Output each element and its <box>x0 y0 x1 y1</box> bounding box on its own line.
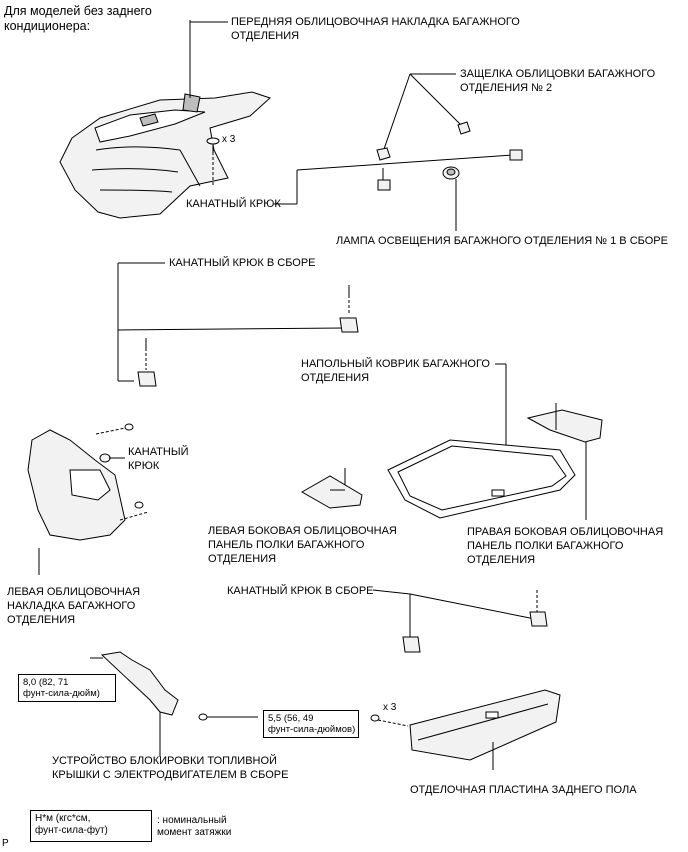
fuel-lock-part <box>90 651 258 757</box>
left-trim-cover-part <box>27 423 149 575</box>
front-trim-cover-part <box>59 20 271 219</box>
torque-1-line2: фунт-сила-дюйм) <box>23 688 100 699</box>
left-shelf-panel-part <box>300 468 363 509</box>
label-qty-bottom: x 3 <box>383 702 397 713</box>
header-note-line2: кондиционера: <box>4 19 91 33</box>
label-left-shelf-1: ЛЕВАЯ БОКОВАЯ ОБЛИЦОВОЧНАЯ <box>208 525 397 537</box>
header-note-line1: Для моделей без заднего <box>4 4 152 18</box>
label-left-trim-3: ОТДЕЛЕНИЯ <box>7 614 76 626</box>
label-qty-top: x 3 <box>222 134 236 145</box>
lamp-part <box>442 166 460 231</box>
label-rope-hook: КАНАТНЫЙ КРЮК <box>186 198 281 210</box>
label-right-shelf-3: ОТДЕЛЕНИЯ <box>467 554 536 566</box>
floor-mat-part <box>387 363 576 519</box>
torque-1-line1: 8,0 (82, 71 <box>23 677 69 688</box>
label-clip-1: ЗАЩЕЛКА ОБЛИЦОВКИ БАГАЖНОГО <box>460 68 656 80</box>
label-clip-2: ОТДЕЛЕНИЯ № 2 <box>460 82 553 94</box>
rope-hook-assy-1 <box>117 262 359 387</box>
label-front-trim-1: ПЕРЕДНЯЯ ОБЛИЦОВОЧНАЯ НАКЛАДКА БАГАЖНОГО <box>231 16 520 28</box>
label-left-trim-2: НАКЛАДКА БАГАЖНОГО <box>7 600 136 612</box>
rope-hook-leader <box>274 149 523 205</box>
label-left-shelf-3: ОТДЕЛЕНИЯ <box>208 553 277 565</box>
clip-x3-top <box>206 137 220 185</box>
footer-code: P <box>2 838 9 849</box>
label-left-trim-1: ЛЕВАЯ ОБЛИЦОВОЧНАЯ <box>7 586 141 598</box>
label-lamp: ЛАМПА ОСВЕЩЕНИЯ БАГАЖНОГО ОТДЕЛЕНИЯ № 1 … <box>336 235 668 247</box>
trim-clip-parts <box>376 73 471 161</box>
label-right-shelf-1: ПРАВАЯ БОКОВАЯ ОБЛИЦОВОЧНАЯ <box>467 526 664 538</box>
legend-desc-line1: : номинальный <box>157 815 227 826</box>
label-front-trim-2: ОТДЕЛЕНИЯ <box>231 30 300 42</box>
torque-box-2: 5,5 (56, 49 фунт-сила-дюймов) <box>263 710 359 738</box>
label-floor-mat-2: ОТДЕЛЕНИЯ <box>301 372 370 384</box>
right-shelf-panel-part <box>526 403 603 520</box>
rope-hook-assy-2 <box>372 589 548 653</box>
torque-box-1: 8,0 (82, 71 фунт-сила-дюйм) <box>18 674 116 702</box>
legend-desc-line2: момент затяжки <box>157 827 232 838</box>
label-right-shelf-2: ПАНЕЛЬ ПОЛКИ БАГАЖНОГО <box>467 540 624 552</box>
legend-unit-box: Н*м (кгс*см, фунт-сила-фут) <box>30 810 152 842</box>
label-left-shelf-2: ПАНЕЛЬ ПОЛКИ БАГАЖНОГО <box>208 539 365 551</box>
legend-unit-line2: фунт-сила-фут) <box>35 825 108 836</box>
label-rear-floor-plate: ОТДЕЛОЧНАЯ ПЛАСТИНА ЗАДНЕГО ПОЛА <box>410 784 637 796</box>
rear-floor-plate-part <box>370 689 561 770</box>
label-rope-hook-assy-2: КАНАТНЫЙ КРЮК В СБОРЕ <box>227 585 374 597</box>
label-fuel-lock-2: КРЫШКИ С ЭЛЕКТРОДВИГАТЕЛЕМ В СБОРЕ <box>52 769 289 781</box>
label-rope-hook-assy-1: КАНАТНЫЙ КРЮК В СБОРЕ <box>169 257 316 269</box>
torque-2-line2: фунт-сила-дюймов) <box>268 724 356 735</box>
torque-2-line1: 5,5 (56, 49 <box>268 713 314 724</box>
label-floor-mat-1: НАПОЛЬНЫЙ КОВРИК БАГАЖНОГО <box>301 358 490 370</box>
label-fuel-lock-1: УСТРОЙСТВО БЛОКИРОВКИ ТОПЛИВНОЙ <box>52 755 277 767</box>
legend-unit-line1: Н*м (кгс*см, <box>35 813 91 824</box>
label-rope-hook-2b: КРЮК <box>128 460 160 472</box>
label-rope-hook-2a: КАНАТНЫЙ <box>128 446 189 458</box>
front-trim-leader <box>189 21 228 96</box>
